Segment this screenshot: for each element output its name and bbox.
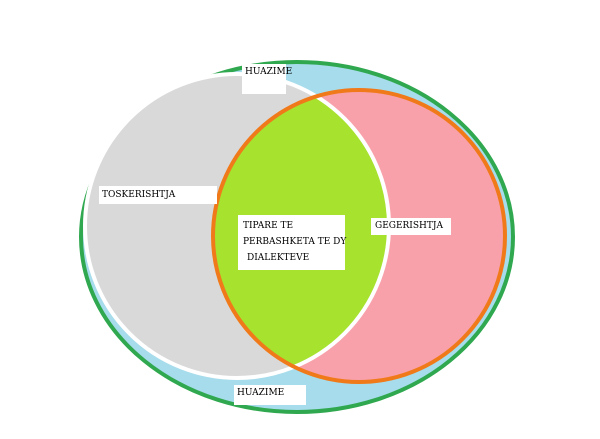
intersection-label-line-1: TIPARE TE [243, 221, 294, 231]
intersection-label-line-2: PERBASHKETA TE DY [243, 237, 347, 247]
intersection-label-line-3: DIALEKTEVE [247, 253, 310, 263]
right-circle-outline [211, 88, 507, 384]
outer-label-top: HUAZIME [242, 64, 292, 94]
intersection-label: TIPARE TE PERBASHKETA TE DY DIALEKTEVE [238, 215, 347, 270]
overlap-region [213, 90, 389, 378]
right-set-label: GEGERISHTJA [371, 218, 451, 235]
left-set-label: TOSKERISHTJA [99, 186, 217, 204]
outer-label-bottom: HUAZIME [234, 385, 306, 405]
